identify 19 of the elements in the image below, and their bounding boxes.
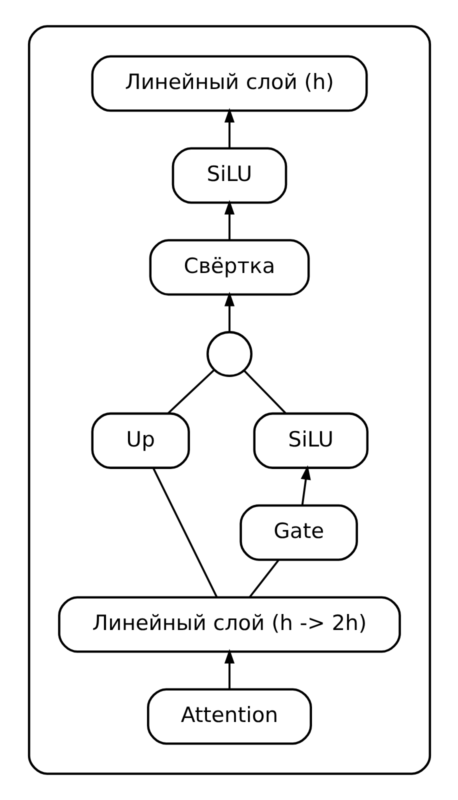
node-box: Up: [90, 412, 190, 469]
node-box: Gate: [239, 504, 358, 561]
cluster: [27, 25, 431, 775]
node-box: SiLU: [252, 412, 368, 469]
node-box: Линейный слой (h -> 2h): [58, 596, 400, 653]
node-box: Линейный слой (h): [90, 55, 368, 112]
arrow: [224, 108, 234, 148]
arrow: [300, 465, 310, 506]
connector: [167, 369, 214, 414]
connector: [242, 370, 286, 414]
arrow: [224, 292, 234, 332]
connector: [152, 468, 218, 598]
node-circle: [206, 331, 252, 378]
arrow: [224, 200, 234, 240]
node-box: SiLU: [171, 147, 287, 204]
node-box: Свёртка: [148, 239, 310, 296]
connector: [248, 559, 279, 598]
node-box: Attention: [146, 688, 312, 745]
arrow: [224, 649, 234, 690]
